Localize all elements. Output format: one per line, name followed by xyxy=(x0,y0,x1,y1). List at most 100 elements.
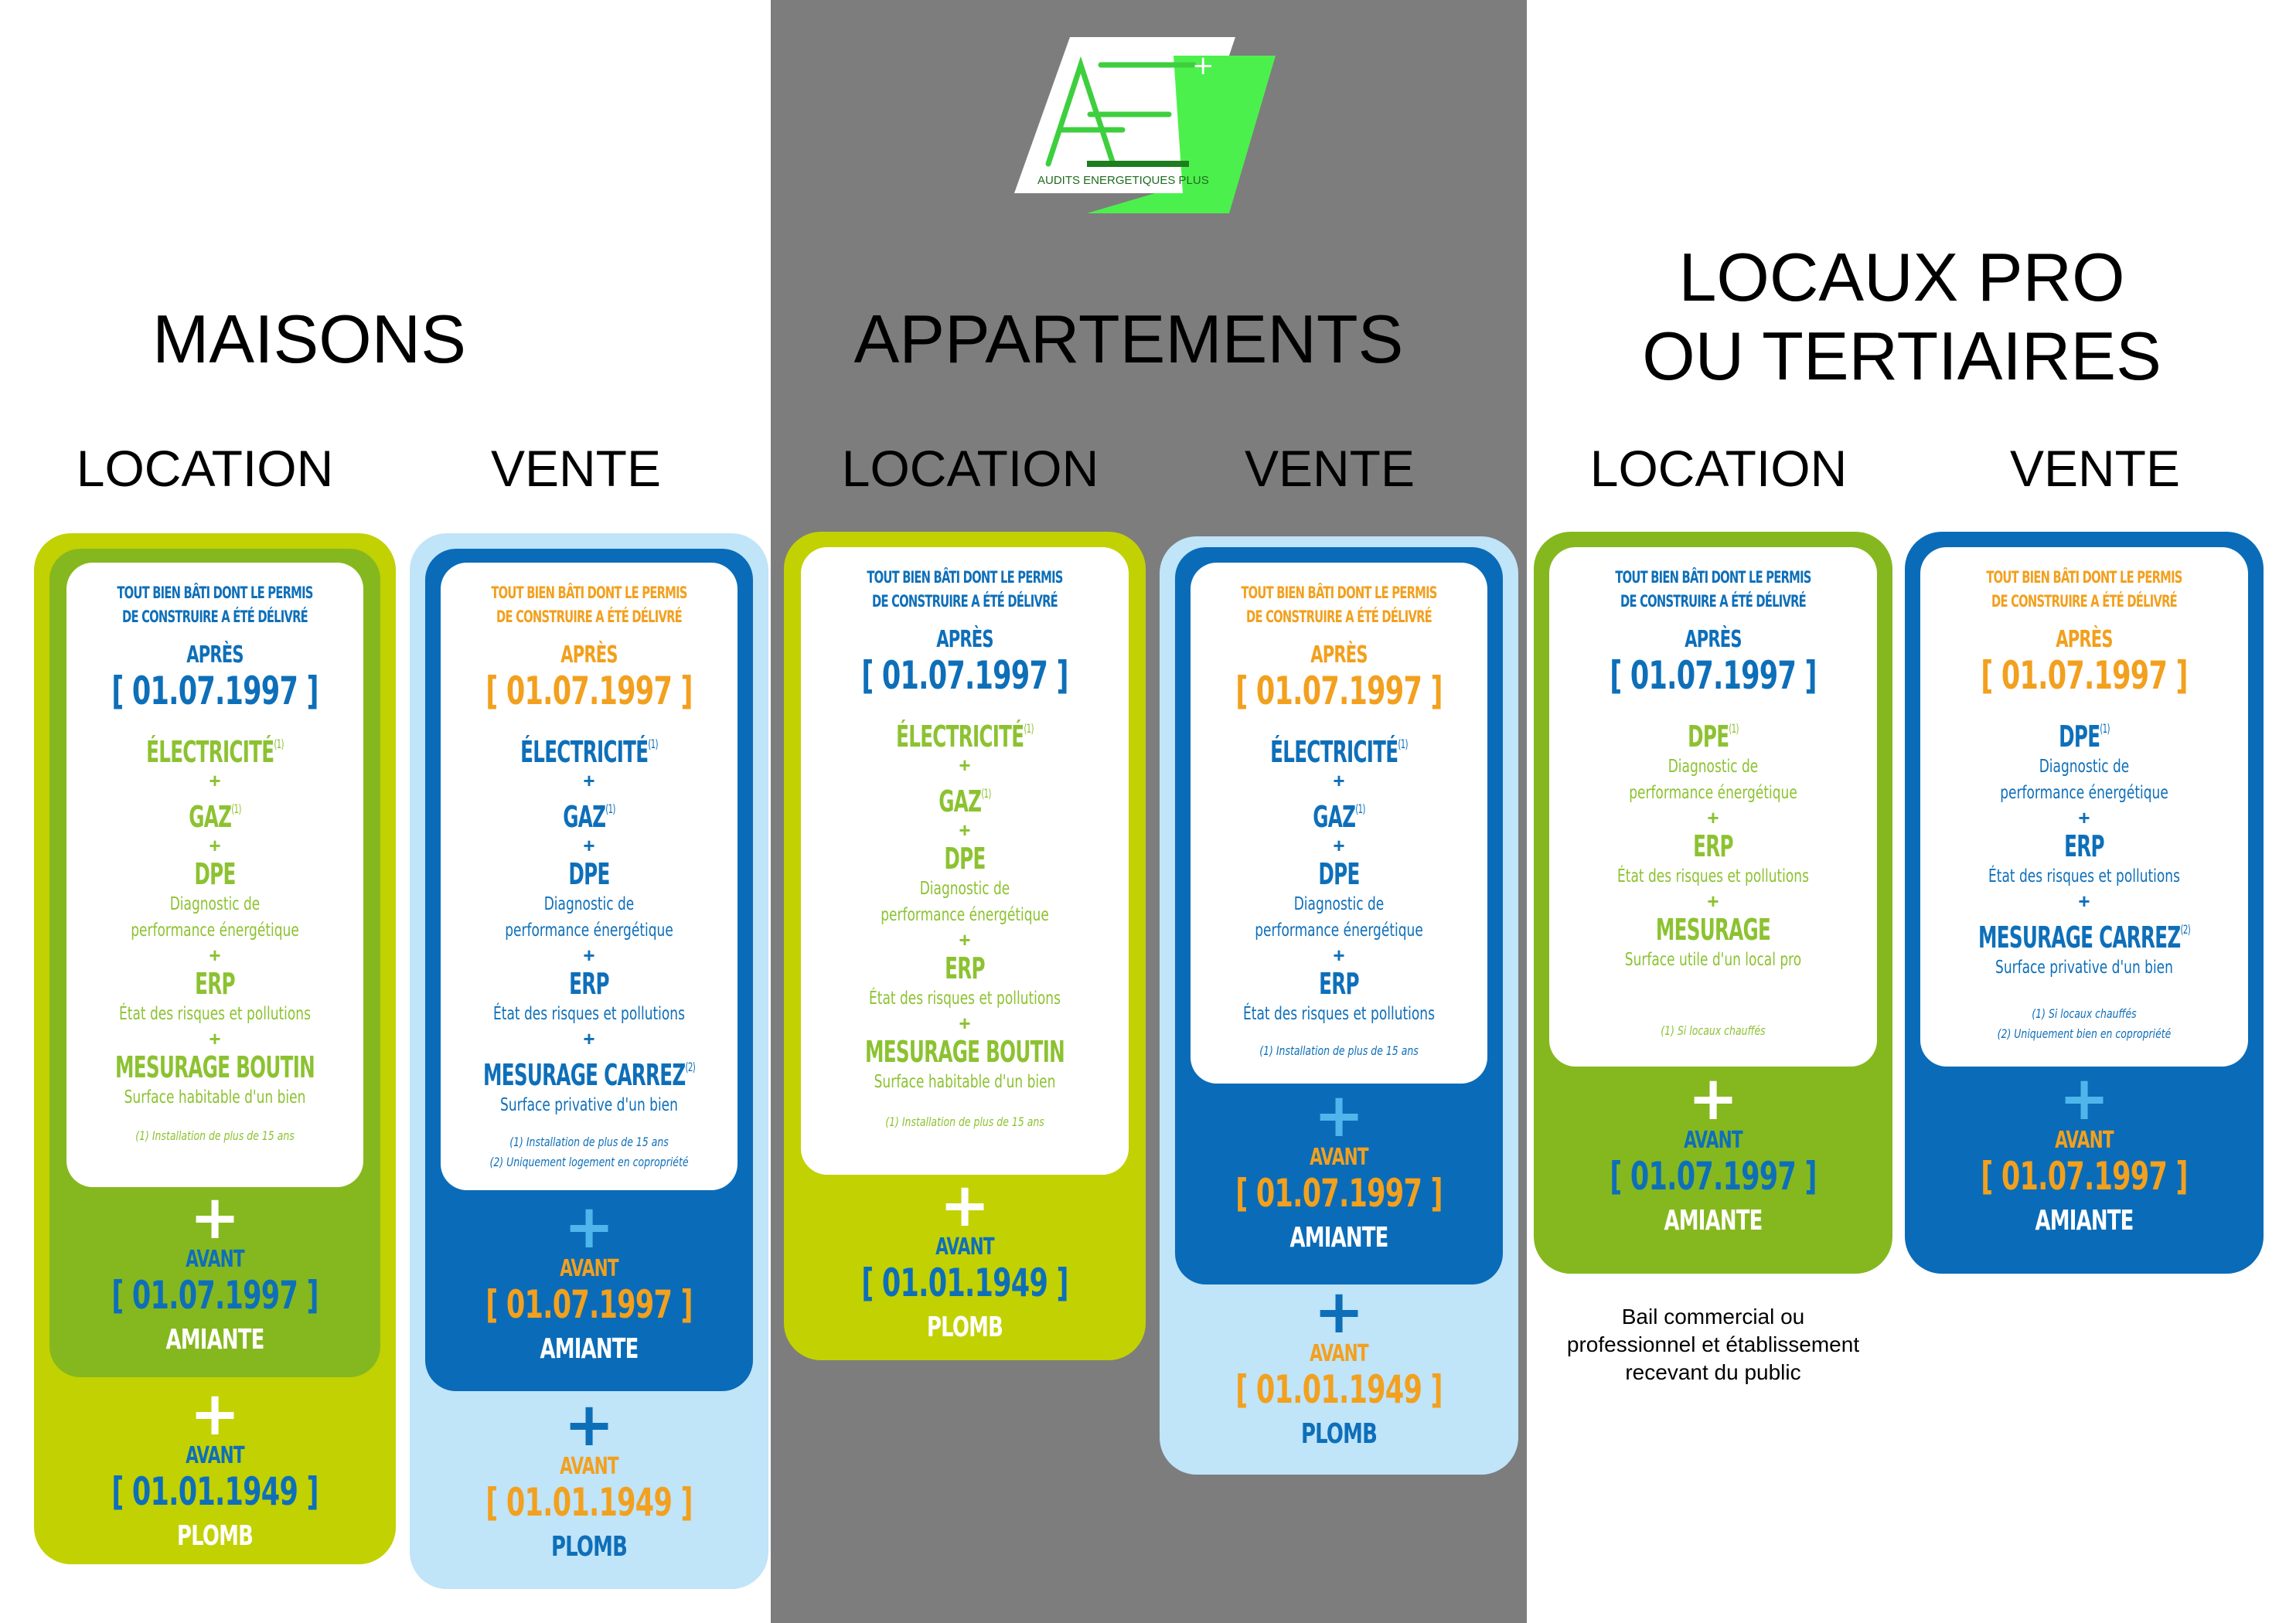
apres-label: APRÈS xyxy=(936,626,993,653)
gaz-label: GAZ xyxy=(938,784,982,818)
panel-header-line1: TOUT BIEN BÂTI DONT LE PERMIS xyxy=(1241,584,1437,602)
gaz-label: GAZ xyxy=(1313,800,1356,834)
erp-label: ERP xyxy=(1319,967,1359,1001)
panel-header: TOUT BIEN BÂTI DONT LE PERMIS DE CONSTRU… xyxy=(1586,566,1841,614)
apres-label: APRÈS xyxy=(186,641,244,669)
dpe-label: DPE xyxy=(944,842,986,876)
plus-sign: + xyxy=(2078,806,2090,829)
dpe-desc-line2: performance énergétique xyxy=(1255,920,1423,941)
plus-sign: + xyxy=(209,834,221,857)
mesurage-boutin-label: MESURAGE BOUTIN xyxy=(864,1035,1065,1069)
dpe-desc-line1: Diagnostic de xyxy=(543,894,635,914)
plus-sign: + xyxy=(583,1027,595,1050)
panel-header-line2: DE CONSTRUIRE A ÉTÉ DÉLIVRÉ xyxy=(1620,592,1807,611)
panel-note: (1) Installation de plus de 15 ans xyxy=(885,1114,1044,1129)
mesurage-label: MESURAGE xyxy=(1655,913,1771,947)
plus-sign: + xyxy=(959,928,971,951)
avant-label: AVANT xyxy=(186,1442,244,1469)
plomb-block: + AVANT [ 01.01.1949 ] PLOMB xyxy=(784,1176,1146,1346)
footnote-marker: (1) xyxy=(605,801,615,816)
gaz-item: GAZ(1) xyxy=(1232,792,1446,834)
panel-note-2: (2) Uniquement logement en copropriété xyxy=(489,1155,689,1169)
plus-sign: + xyxy=(564,1390,615,1460)
plus-sign: + xyxy=(1313,1081,1364,1151)
plus-sign: + xyxy=(209,769,221,792)
electricite-label: ÉLECTRICITÉ xyxy=(520,735,649,769)
avant-date: [ 01.01.1949 ] xyxy=(485,1480,693,1525)
panel-header-line1: TOUT BIEN BÂTI DONT LE PERMIS xyxy=(1986,568,2182,587)
plus-sign: + xyxy=(1707,806,1719,829)
avant-date: [ 01.01.1949 ] xyxy=(111,1469,319,1514)
erp-label: ERP xyxy=(2064,829,2104,863)
logo-tagline: AUDITS ENERGETIQUES PLUS xyxy=(1037,174,1209,187)
dpe-description: Diagnostic de performance énergétique xyxy=(1963,754,2206,806)
avant-label: AVANT xyxy=(2055,1127,2114,1154)
avant-date: [ 01.07.1997 ] xyxy=(1981,1154,2188,1199)
apres-date: [ 01.07.1997 ] xyxy=(861,653,1068,698)
dpe-desc-line1: Diagnostic de xyxy=(1667,757,1759,777)
plomb-label: PLOMB xyxy=(926,1312,1003,1343)
avant-date: [ 01.07.1997 ] xyxy=(111,1273,319,1318)
apres-date: [ 01.07.1997 ] xyxy=(1235,669,1443,713)
mesurage-boutin-description: Surface habitable d'un bien xyxy=(124,1087,306,1108)
avant-label: AVANT xyxy=(1684,1127,1742,1154)
apres-label: APRÈS xyxy=(1310,641,1368,669)
plomb-block: + AVANT [ 01.01.1949 ] PLOMB xyxy=(1160,1282,1518,1453)
category-maisons-title: MAISONS xyxy=(152,301,466,377)
plus-sign: + xyxy=(1333,769,1345,792)
erp-description: État des risques et pollutions xyxy=(1617,866,1809,886)
erp-description: État des risques et pollutions xyxy=(869,988,1061,1009)
amiante-label: AMIANTE xyxy=(1664,1205,1763,1237)
dpe-desc-line2: performance énergétique xyxy=(2000,783,2168,803)
panel-note: (1) Installation de plus de 15 ans xyxy=(1259,1043,1419,1058)
panel-note: (1) Si locaux chauffés xyxy=(1661,1023,1766,1038)
appartements-vente-label: VENTE xyxy=(1244,440,1415,497)
plus-sign: + xyxy=(583,834,595,857)
plus-sign: + xyxy=(2059,1064,2110,1134)
amiante-block: + AVANT [ 01.07.1997 ] AMIANTE xyxy=(1905,1064,2264,1240)
diagnostics-panel: TOUT BIEN BÂTI DONT LE PERMIS DE CONSTRU… xyxy=(1920,547,2248,1067)
company-logo: + AUDITS ENERGETIQUES PLUS xyxy=(1014,37,1276,213)
amiante-label: AMIANTE xyxy=(540,1333,639,1365)
footnote-line1: Bail commercial ou xyxy=(1621,1305,1805,1329)
dpe-label: DPE xyxy=(1688,720,1729,754)
plus-sign: + xyxy=(583,769,595,792)
dpe-desc-line2: performance énergétique xyxy=(881,905,1049,925)
plus-sign: + xyxy=(189,1183,240,1253)
electricite-label: ÉLECTRICITÉ xyxy=(146,735,274,769)
electricite-label: ÉLECTRICITÉ xyxy=(896,720,1024,754)
avant-label: AVANT xyxy=(1310,1340,1368,1367)
maisons-location-label: LOCATION xyxy=(76,440,334,497)
footnote-marker: (1) xyxy=(274,737,284,751)
panel-header-line2: DE CONSTRUIRE A ÉTÉ DÉLIVRÉ xyxy=(1246,607,1432,626)
dpe-desc-line2: performance énergétique xyxy=(505,920,673,941)
category-locaux-line1: LOCAUX PRO xyxy=(1678,239,2125,315)
footnote-line2: professionnel et établissement xyxy=(1566,1332,1860,1356)
apres-date: [ 01.07.1997 ] xyxy=(1981,653,2188,698)
gaz-item: GAZ(1) xyxy=(108,792,322,834)
avant-date: [ 01.01.1949 ] xyxy=(861,1261,1068,1305)
apres-date: [ 01.07.1997 ] xyxy=(1610,653,1817,698)
panel-header-line2: DE CONSTRUIRE A ÉTÉ DÉLIVRÉ xyxy=(872,592,1058,611)
panel-header: TOUT BIEN BÂTI DONT LE PERMIS DE CONSTRU… xyxy=(837,566,1093,614)
panel-header: TOUT BIEN BÂTI DONT LE PERMIS DE CONSTRU… xyxy=(1957,566,2213,614)
plomb-block: + AVANT [ 01.01.1949 ] PLOMB xyxy=(410,1390,768,1566)
card-appartements-vente: TOUT BIEN BÂTI DONT LE PERMIS DE CONSTRU… xyxy=(1160,536,1518,1475)
avant-label: AVANT xyxy=(186,1246,244,1273)
electricite-label: ÉLECTRICITÉ xyxy=(1270,735,1398,769)
footnote-marker: (1) xyxy=(1024,721,1034,736)
erp-label: ERP xyxy=(195,967,235,1001)
category-locaux-line2: OU TERTIAIRES xyxy=(1642,318,2161,395)
panel-header-line2: DE CONSTRUIRE A ÉTÉ DÉLIVRÉ xyxy=(1991,592,2178,611)
gaz-item: GAZ(1) xyxy=(482,792,696,834)
logo-ae-letters xyxy=(1045,56,1197,167)
electricite-item: ÉLECTRICITÉ(1) xyxy=(1232,727,1446,769)
dpe-desc-line1: Diagnostic de xyxy=(1293,894,1385,914)
apres-label: APRÈS xyxy=(560,641,618,669)
dpe-desc-line1: Diagnostic de xyxy=(2039,757,2130,777)
footnote-line3: recevant du public xyxy=(1625,1360,1801,1384)
card-locaux-vente: TOUT BIEN BÂTI DONT LE PERMIS DE CONSTRU… xyxy=(1905,532,2264,1274)
mesurage-carrez-label: MESURAGE CARREZ xyxy=(482,1058,686,1092)
amiante-label: AMIANTE xyxy=(1289,1222,1389,1254)
